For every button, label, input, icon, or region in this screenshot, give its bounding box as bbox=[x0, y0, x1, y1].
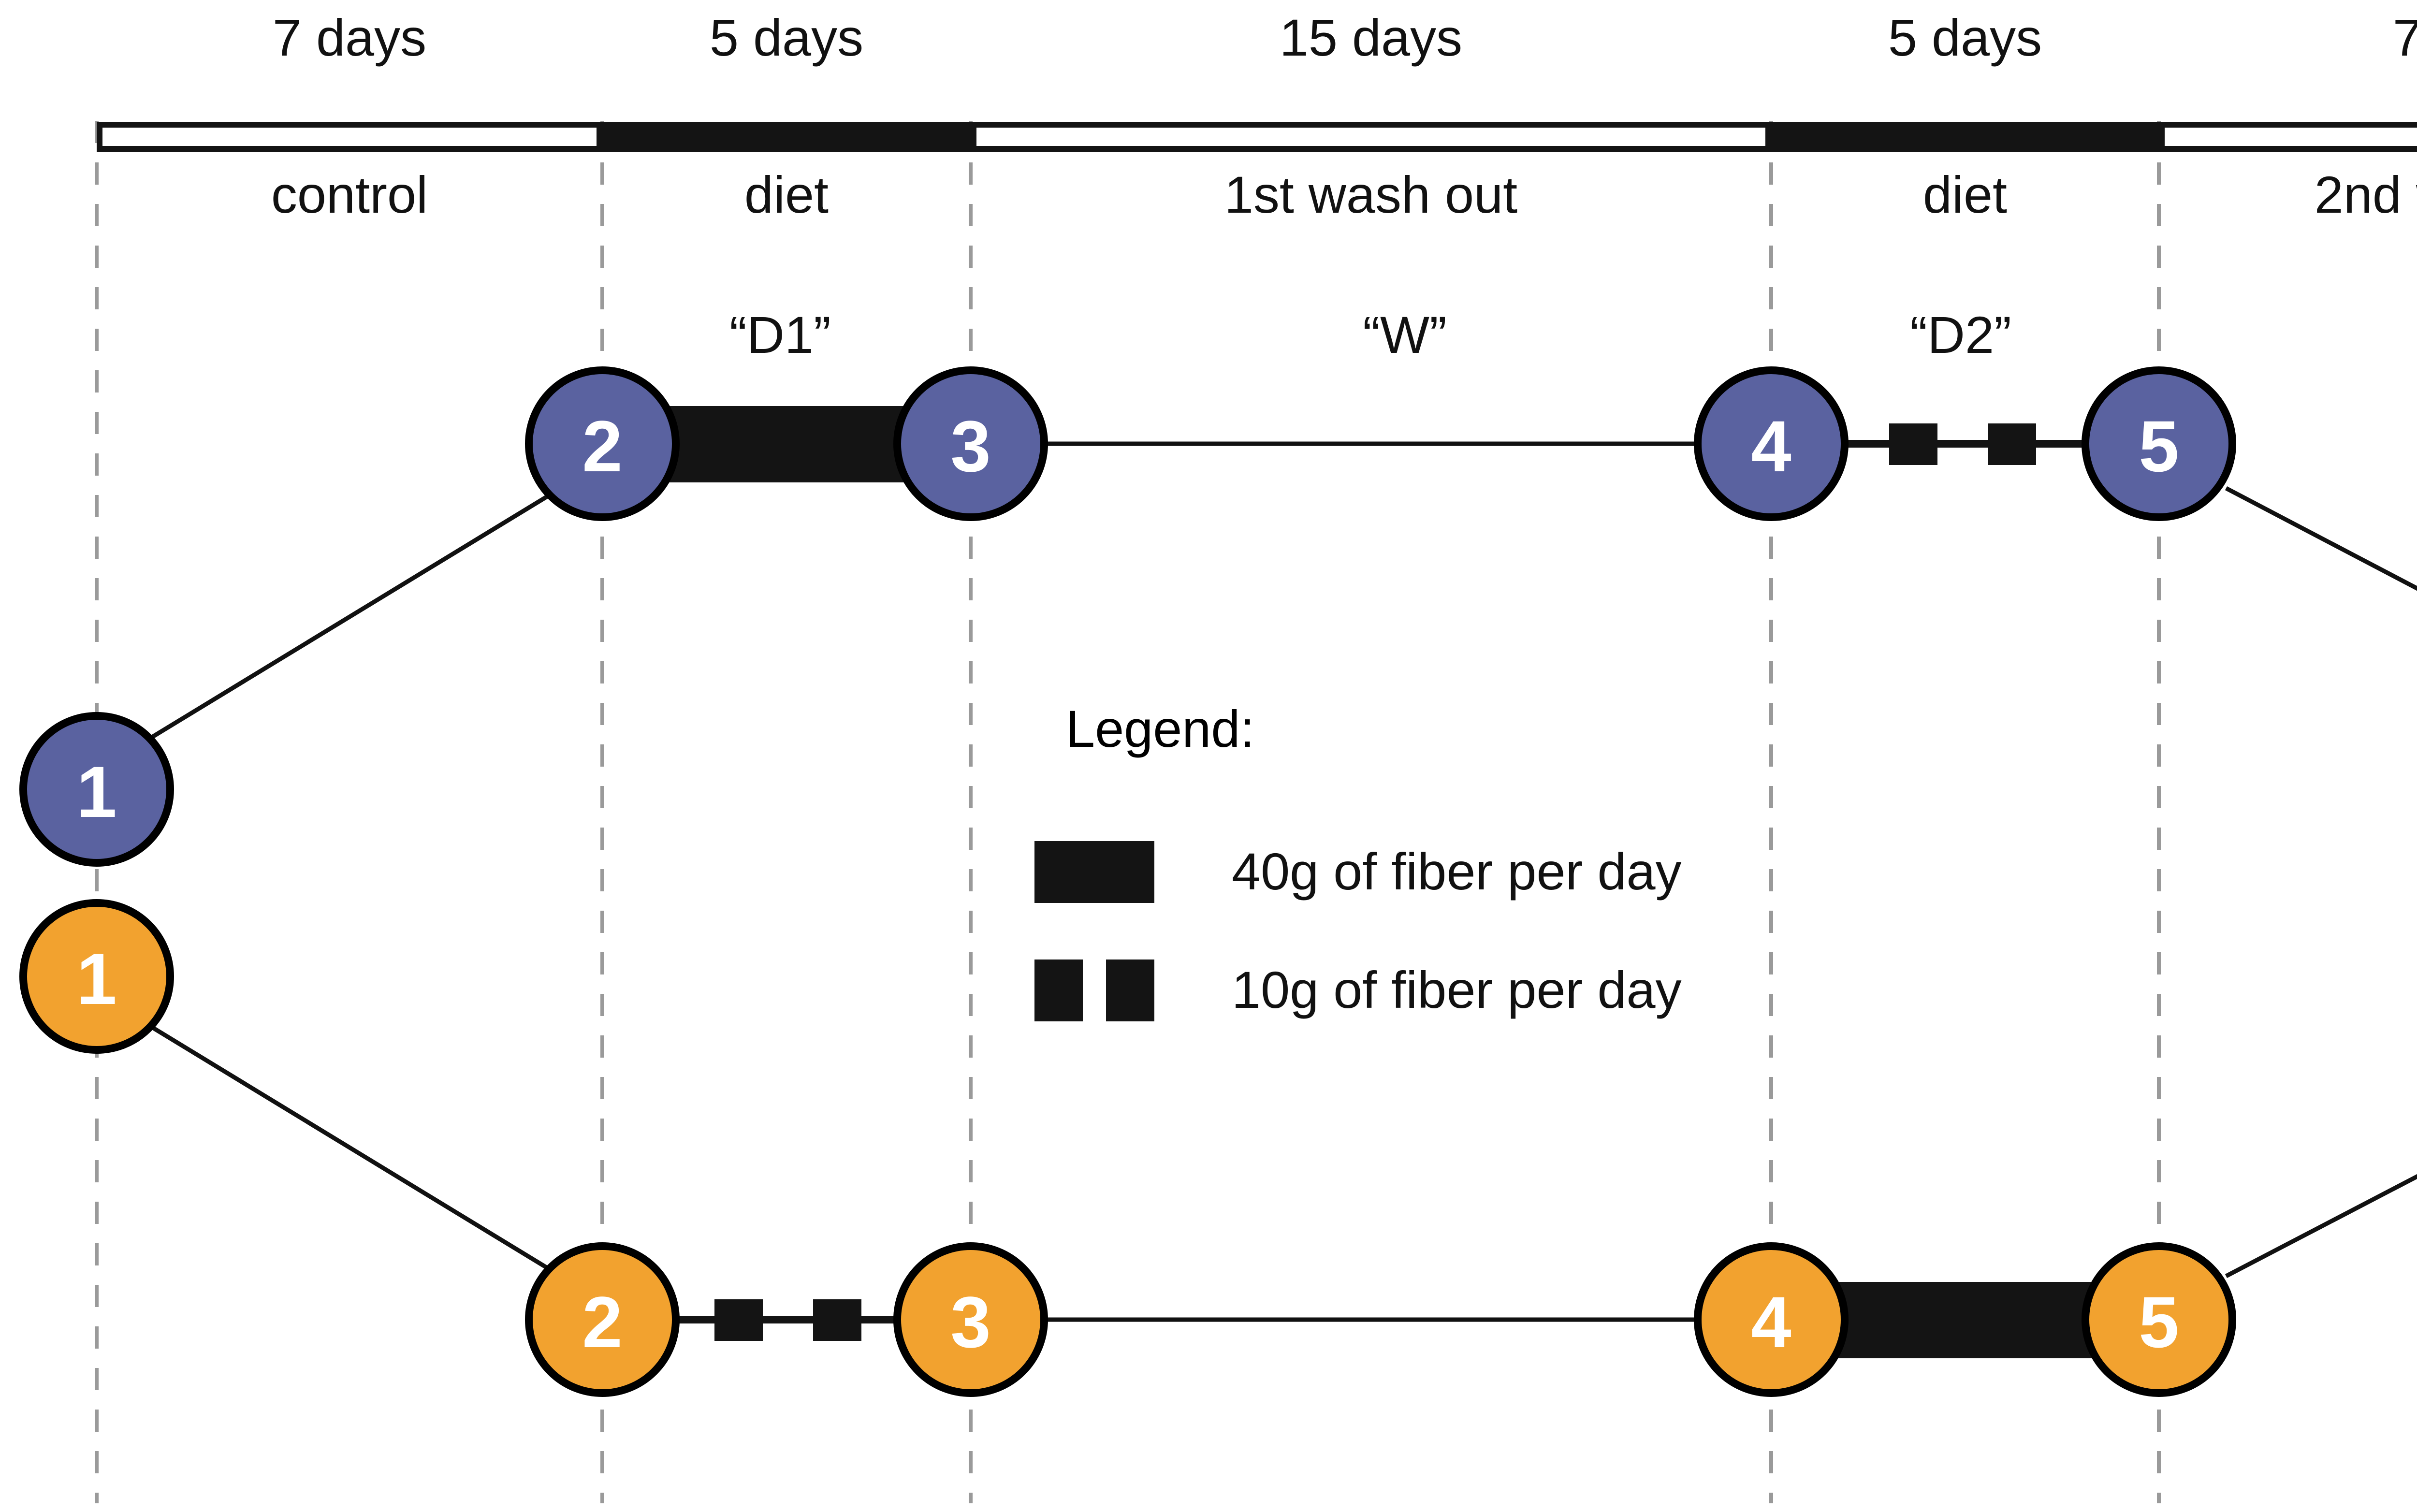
legend-label-40g: 40g of fiber per day bbox=[1232, 842, 1682, 901]
phase-label-2: 1st wash out bbox=[1224, 165, 1517, 224]
arm-a-edge-1-2 bbox=[127, 486, 562, 754]
node-arm-a-4-label: 4 bbox=[1751, 406, 1791, 487]
arm-b-edge-2-3-10g-block-2 bbox=[813, 1299, 861, 1341]
timeline-bar bbox=[97, 122, 2417, 152]
phase-labels: control diet 1st wash out diet 2nd wash … bbox=[271, 165, 2417, 224]
node-arm-a-2-label: 2 bbox=[582, 406, 622, 487]
node-arm-a-1-label: 1 bbox=[76, 751, 116, 832]
timeline-segment-control bbox=[102, 128, 597, 146]
node-arm-a-3[interactable]: 3 bbox=[893, 366, 1048, 521]
node-arm-a-2[interactable]: 2 bbox=[525, 366, 680, 521]
duration-label-3: 5 days bbox=[1888, 8, 2042, 67]
arm-a-edge-4-5-10g-block-2 bbox=[1988, 423, 2036, 465]
timeline-segment-washout1 bbox=[976, 128, 1765, 146]
arm-a-edge-5-6 bbox=[2225, 486, 2417, 591]
node-arm-b-5-label: 5 bbox=[2139, 1281, 2179, 1363]
arm-a-nodes: 1 2 3 4 5 6 bbox=[19, 366, 2236, 867]
arm-b-path bbox=[127, 1011, 2417, 1358]
duration-label-2: 15 days bbox=[1280, 8, 1462, 67]
phase-tag-w: “W” bbox=[1363, 305, 1447, 364]
node-arm-a-4[interactable]: 4 bbox=[1694, 366, 1849, 521]
node-arm-b-3[interactable]: 3 bbox=[893, 1242, 1048, 1397]
duration-labels: 7 days 5 days 15 days 5 days 7 days bbox=[273, 8, 2417, 67]
legend-swatch-dashed-10g-block-2 bbox=[1106, 960, 1154, 1021]
phase-tag-d2: “D2” bbox=[1910, 305, 2011, 364]
phase-label-1: diet bbox=[744, 165, 829, 224]
phase-label-4: 2nd wash out bbox=[2315, 165, 2417, 224]
phase-tag-d1: “D1” bbox=[729, 305, 831, 364]
phase-label-3: diet bbox=[1923, 165, 2007, 224]
node-arm-a-5[interactable]: 5 bbox=[2082, 366, 2236, 521]
arm-b-nodes: 1 2 3 4 5 6 bbox=[19, 899, 2236, 1397]
arm-b-edge-2-3-10g-block-1 bbox=[714, 1299, 763, 1341]
arm-b-edge-1-2 bbox=[127, 1011, 562, 1278]
node-arm-b-1[interactable]: 1 bbox=[19, 899, 174, 1054]
legend: Legend: 40g of fiber per day 10g of fibe… bbox=[1034, 699, 1682, 1021]
phase-label-0: control bbox=[271, 165, 428, 224]
arm-b-edge-4-5-40g bbox=[1808, 1282, 2105, 1358]
duration-label-0: 7 days bbox=[273, 8, 426, 67]
phase-tags: “D1” “W” “D2” bbox=[729, 305, 2011, 364]
arm-a-path bbox=[127, 406, 2417, 754]
timeline-segment-washout2 bbox=[2165, 128, 2417, 146]
node-arm-a-3-label: 3 bbox=[950, 406, 990, 487]
arm-a-edge-2-3-40g bbox=[638, 406, 935, 482]
node-arm-b-4[interactable]: 4 bbox=[1694, 1242, 1849, 1397]
arm-a-edge-4-5-10g-block-1 bbox=[1889, 423, 1937, 465]
legend-title: Legend: bbox=[1066, 699, 1254, 758]
legend-swatch-dashed-10g-block-1 bbox=[1034, 960, 1083, 1021]
node-arm-b-4-label: 4 bbox=[1751, 1281, 1791, 1363]
duration-label-4: 7 days bbox=[2393, 8, 2417, 67]
legend-label-10g: 10g of fiber per day bbox=[1232, 960, 1682, 1019]
legend-swatch-solid-40g bbox=[1034, 841, 1154, 903]
node-arm-b-2[interactable]: 2 bbox=[525, 1242, 680, 1397]
node-arm-b-5[interactable]: 5 bbox=[2082, 1242, 2236, 1397]
arm-b-edge-5-6 bbox=[2225, 1174, 2417, 1278]
node-arm-b-2-label: 2 bbox=[582, 1281, 622, 1363]
node-arm-a-5-label: 5 bbox=[2139, 406, 2179, 487]
node-arm-b-1-label: 1 bbox=[76, 938, 116, 1019]
duration-label-1: 5 days bbox=[710, 8, 863, 67]
node-arm-b-3-label: 3 bbox=[950, 1281, 990, 1363]
node-arm-a-1[interactable]: 1 bbox=[19, 712, 174, 867]
